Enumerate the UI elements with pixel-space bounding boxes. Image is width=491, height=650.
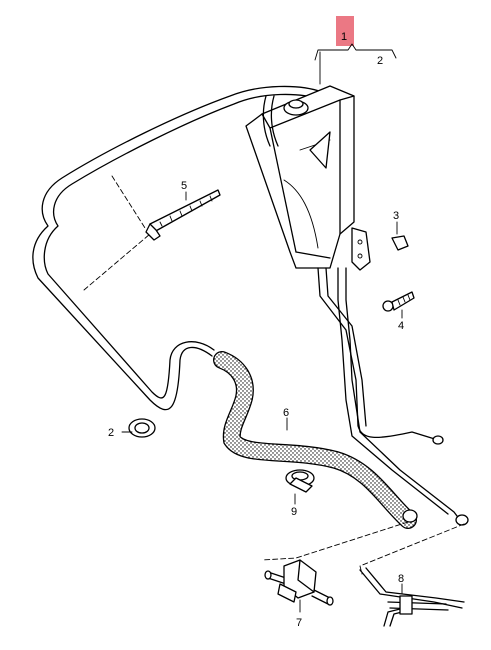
leader-dashed-c bbox=[261, 521, 409, 561]
pipe-assembly-part-8 bbox=[359, 567, 465, 627]
part-1-bracket bbox=[314, 43, 397, 85]
clamp-part-9 bbox=[285, 469, 315, 493]
callout-part-2-left[interactable]: 2 bbox=[108, 427, 114, 439]
cable-tie-part-5 bbox=[145, 189, 221, 241]
callout-part-8[interactable]: 8 bbox=[398, 573, 404, 585]
leader-dashed-d bbox=[359, 523, 465, 575]
leader-dashed-a bbox=[111, 175, 146, 229]
vent-hose bbox=[32, 85, 323, 411]
clip-part-3 bbox=[391, 235, 409, 251]
bracket bbox=[351, 227, 371, 271]
screw-part-4 bbox=[382, 291, 415, 312]
callout-part-6[interactable]: 6 bbox=[283, 407, 289, 419]
leader-dashed-b bbox=[83, 233, 151, 291]
part-1-highlight bbox=[336, 16, 354, 46]
hose-end bbox=[402, 509, 418, 523]
canister-assembly bbox=[245, 85, 355, 269]
grommet-part-2 bbox=[128, 418, 156, 438]
callout-part-2-top[interactable]: 2 bbox=[377, 55, 383, 67]
flex-hose-texture bbox=[214, 352, 416, 528]
callout-part-7[interactable]: 7 bbox=[296, 617, 302, 629]
callout-part-3[interactable]: 3 bbox=[393, 210, 399, 222]
callout-part-9[interactable]: 9 bbox=[291, 506, 297, 518]
rigid-lines bbox=[317, 267, 469, 526]
callout-part-5[interactable]: 5 bbox=[181, 180, 187, 192]
callout-part-1[interactable]: 1 bbox=[341, 31, 347, 43]
callout-part-4[interactable]: 4 bbox=[398, 320, 404, 332]
valve-part-7 bbox=[264, 559, 334, 606]
